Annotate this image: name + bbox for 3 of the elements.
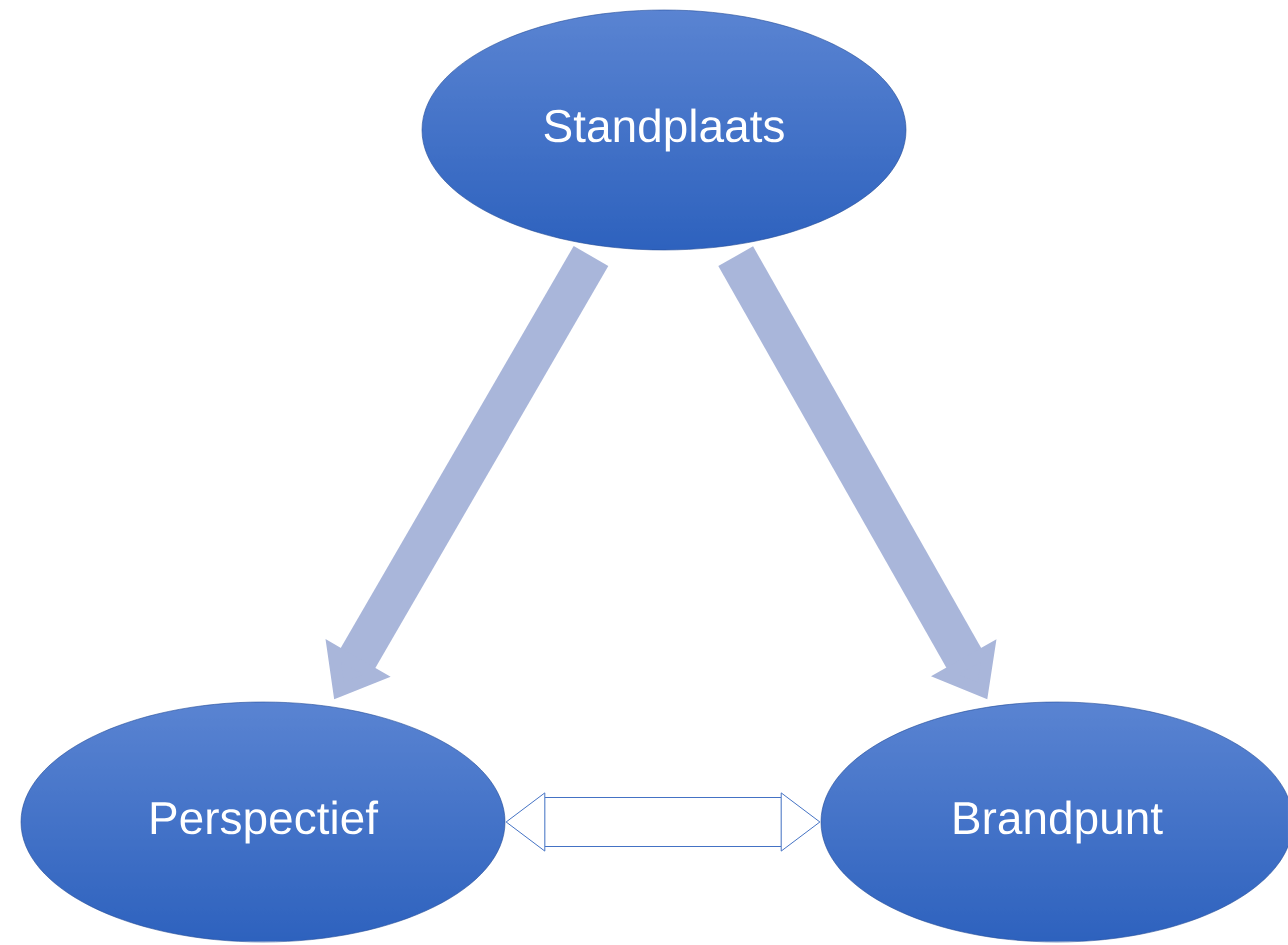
arrow	[505, 792, 821, 852]
ellipse-node: Perspectief	[20, 701, 506, 943]
ellipse-node: Standplaats	[421, 9, 907, 251]
